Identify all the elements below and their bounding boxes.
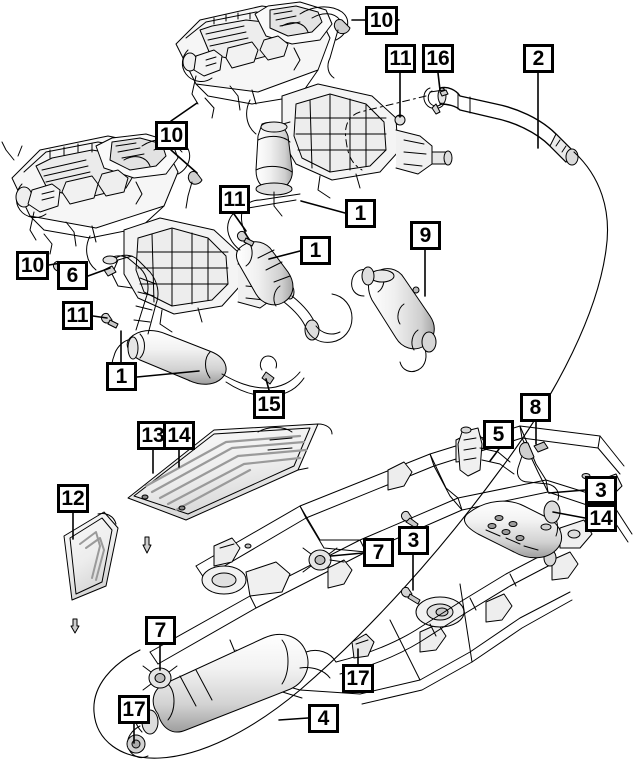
callout-label: 6	[66, 264, 79, 287]
callout-14[interactable]: 14	[585, 504, 617, 532]
callout-label: 4	[317, 707, 330, 730]
callout-2[interactable]: 2	[523, 44, 554, 73]
callout-4[interactable]: 4	[308, 704, 339, 733]
callout-7[interactable]: 7	[145, 616, 176, 645]
callout-label: 11	[389, 47, 412, 70]
hanger-bracket-5	[457, 426, 515, 477]
callout-label: 1	[354, 202, 367, 225]
callout-label: 3	[595, 478, 607, 502]
callout-5[interactable]: 5	[483, 420, 514, 449]
oxygen-sensor-10-top	[327, 19, 351, 79]
bolt-3-mid	[401, 587, 421, 605]
callout-label: 1	[309, 239, 322, 262]
callout-label: 5	[492, 423, 505, 446]
rear-converter-3	[463, 500, 563, 559]
callout-label: 15	[257, 393, 281, 416]
catalytic-converter-mid	[227, 193, 353, 343]
clamp-16	[423, 87, 449, 115]
callout-label: 3	[407, 529, 420, 552]
callout-label: 10	[369, 9, 394, 32]
callout-10[interactable]: 10	[16, 251, 49, 280]
muffler-4	[126, 634, 337, 759]
callout-1[interactable]: 1	[106, 362, 137, 391]
callout-3[interactable]: 3	[585, 476, 617, 504]
callout-8[interactable]: 8	[520, 393, 551, 422]
callout-17[interactable]: 17	[118, 695, 150, 724]
callout-label: 14	[167, 424, 191, 447]
callout-12[interactable]: 12	[57, 484, 89, 513]
callout-10[interactable]: 10	[365, 6, 398, 35]
callout-label: 2	[532, 47, 545, 70]
callout-label: 10	[159, 124, 184, 147]
callout-label: 7	[154, 619, 167, 642]
transmission-upper	[269, 83, 453, 199]
callout-label: 12	[61, 487, 85, 510]
callout-11[interactable]: 11	[219, 185, 250, 214]
callout-label: 17	[122, 698, 146, 721]
callout-14[interactable]: 14	[163, 421, 195, 450]
callout-label: 13	[141, 424, 165, 447]
front-pipe-left	[102, 254, 159, 335]
callout-11[interactable]: 11	[385, 44, 416, 73]
callout-label: 10	[20, 254, 45, 277]
engine-assembly-upper	[175, 1, 349, 135]
callout-label: 17	[346, 667, 370, 690]
oxygen-sensor-8	[517, 441, 559, 501]
callout-15[interactable]: 15	[253, 390, 285, 419]
heat-shield-main-13-14-15	[127, 423, 333, 521]
exhaust-hanger-17-mid	[351, 633, 375, 659]
exhaust-pipe-9	[351, 266, 437, 373]
callout-label: 14	[589, 506, 613, 530]
fastener-clip	[70, 536, 152, 634]
callout-7[interactable]: 7	[363, 538, 394, 567]
callout-label: 11	[66, 304, 89, 327]
catalytic-converter-upper	[255, 121, 293, 217]
callout-label: 11	[223, 188, 246, 211]
callout-9[interactable]: 9	[410, 221, 441, 250]
callout-label: 7	[372, 541, 385, 564]
callout-label: 9	[419, 224, 432, 247]
callout-label: 1	[115, 365, 128, 388]
heat-shield-small-12	[63, 511, 119, 601]
callout-6[interactable]: 6	[57, 261, 88, 290]
callout-3[interactable]: 3	[398, 526, 429, 555]
callout-10[interactable]: 10	[155, 121, 188, 150]
callout-16[interactable]: 16	[422, 44, 454, 73]
callout-label: 16	[426, 47, 450, 70]
callout-17[interactable]: 17	[342, 664, 374, 693]
callout-label: 8	[529, 396, 542, 419]
exhaust-pipe-2	[93, 86, 609, 759]
callout-11[interactable]: 11	[62, 301, 93, 330]
callout-1[interactable]: 1	[300, 236, 331, 265]
catalytic-converter-lower-left	[111, 330, 305, 397]
exhaust-hanger-7-mid	[302, 547, 345, 573]
callout-1[interactable]: 1	[345, 199, 376, 228]
